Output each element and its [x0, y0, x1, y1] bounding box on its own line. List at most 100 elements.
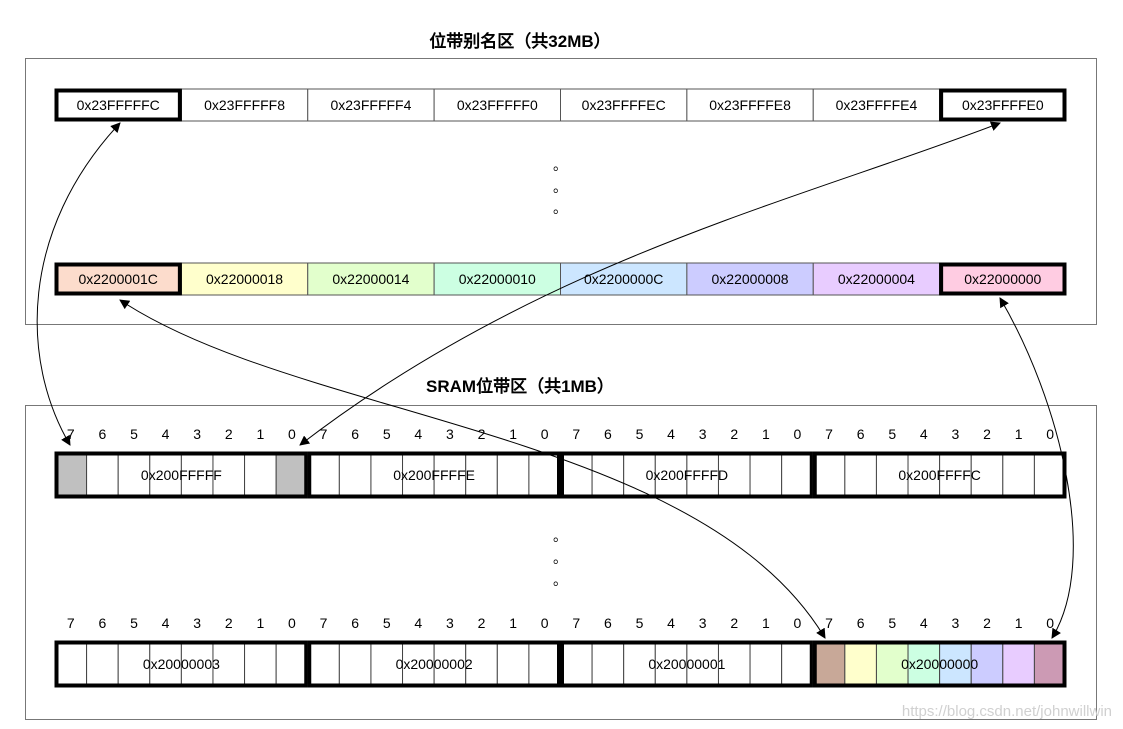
byte-box — [307, 640, 561, 688]
bit-number: 1 — [509, 615, 517, 631]
bit-number: 7 — [572, 615, 580, 631]
bit-cell — [402, 640, 435, 688]
bit-number: 4 — [920, 426, 928, 442]
bit-number: 6 — [604, 615, 612, 631]
ellipsis-dot: 。 — [553, 550, 567, 566]
bit-cell — [528, 451, 561, 499]
bit-cell — [812, 451, 846, 499]
bit-number: 2 — [983, 615, 991, 631]
bit-cell — [749, 451, 783, 499]
bit-number: 3 — [699, 615, 707, 631]
bit-number: 0 — [1046, 426, 1054, 442]
bit-number: 4 — [414, 615, 422, 631]
ellipsis-dot: 。 — [553, 572, 567, 588]
bit-number: 4 — [162, 615, 170, 631]
bit-cell — [907, 640, 941, 688]
bit-number: 0 — [794, 426, 802, 442]
alias-top-cell — [433, 88, 561, 122]
bit-cell — [875, 640, 909, 688]
bit-number: 2 — [225, 426, 233, 442]
bit-cell — [244, 451, 277, 499]
bit-number: 6 — [98, 426, 106, 442]
bit-cell — [496, 451, 530, 499]
bit-cell — [54, 451, 88, 499]
bit-number: 3 — [952, 426, 960, 442]
bit-number: 1 — [256, 615, 264, 631]
ellipsis-dot: 。 — [553, 528, 567, 544]
alias-top-cell — [812, 88, 941, 122]
bit-cell — [560, 640, 593, 688]
bit-number: 6 — [98, 615, 106, 631]
bit-number: 1 — [762, 615, 770, 631]
bit-number: 4 — [667, 426, 675, 442]
alias-bottom-label: 0x22000000 — [964, 271, 1041, 287]
bit-cell — [1002, 640, 1035, 688]
byte-box — [560, 640, 814, 688]
byte-address-label: 0x20000001 — [648, 656, 725, 672]
alias-top-label: 0x23FFFFEC — [582, 97, 666, 113]
bit-cell — [781, 451, 814, 499]
bit-cell — [86, 451, 119, 499]
bit-number: 6 — [857, 615, 865, 631]
bit-number: 6 — [604, 426, 612, 442]
bit-cell — [623, 640, 656, 688]
bit-cell — [717, 640, 751, 688]
bit-cell — [275, 640, 309, 688]
bit-number: 2 — [478, 426, 486, 442]
bit-number: 0 — [288, 426, 296, 442]
watermark: https://blog.csdn.net/johnwillwin — [902, 703, 1112, 720]
bit-number: 2 — [730, 615, 738, 631]
alias-bottom-label: 0x2200001C — [78, 271, 157, 287]
alias-top-label: 0x23FFFFE4 — [836, 97, 918, 113]
bit-number: 5 — [383, 615, 391, 631]
bit-cell — [844, 451, 877, 499]
byte-address-label: 0x20000002 — [396, 656, 473, 672]
bit-cell — [560, 451, 593, 499]
bit-number: 1 — [1015, 426, 1023, 442]
alias-top-cell — [560, 88, 688, 122]
bit-number: 3 — [446, 615, 454, 631]
ellipsis-dot: 。 — [553, 200, 567, 216]
alias-top-cell — [54, 88, 182, 122]
bit-number: 2 — [478, 615, 486, 631]
alias-top-cell — [307, 88, 435, 122]
bit-number: 5 — [888, 426, 896, 442]
bit-cell — [781, 640, 814, 688]
bit-cell — [307, 640, 340, 688]
bit-number: 5 — [888, 615, 896, 631]
bit-number: 3 — [699, 426, 707, 442]
alias-top-label: 0x23FFFFF4 — [330, 97, 411, 113]
alias-top-label: 0x23FFFFF0 — [457, 97, 538, 113]
bit-number: 7 — [67, 615, 75, 631]
bit-number: 3 — [446, 426, 454, 442]
bit-number: 1 — [1015, 615, 1023, 631]
bit-number: 0 — [288, 615, 296, 631]
bit-number: 4 — [667, 615, 675, 631]
bit-number: 7 — [67, 426, 75, 442]
bit-number: 5 — [636, 426, 644, 442]
bit-number: 4 — [162, 426, 170, 442]
byte-address-label: 0x200FFFFE — [393, 467, 475, 483]
mapping-arrows — [36, 121, 1074, 639]
bit-cell — [591, 451, 625, 499]
ellipsis-dot: 。 — [553, 179, 567, 195]
bit-number: 3 — [952, 615, 960, 631]
alias-top-label: 0x23FFFFE8 — [709, 97, 791, 113]
bit-cell — [591, 640, 625, 688]
bit-cell — [749, 640, 783, 688]
bit-cell — [1033, 640, 1067, 688]
bit-number: 5 — [383, 426, 391, 442]
alias-bottom-label: 0x22000018 — [206, 271, 283, 287]
alias-top-highlight — [939, 88, 1067, 122]
byte-address-label: 0x200FFFFD — [646, 467, 728, 483]
bit-cell — [338, 640, 372, 688]
bit-number: 2 — [225, 615, 233, 631]
alias-bottom-label: 0x22000014 — [332, 271, 409, 287]
byte-address-label: 0x200FFFFF — [141, 467, 222, 483]
bit-number: 6 — [351, 615, 359, 631]
alias-bottom-label: 0x22000008 — [712, 271, 789, 287]
ellipsis-dot: 。 — [553, 157, 567, 173]
bit-cell — [812, 640, 846, 688]
bit-number: 7 — [572, 426, 580, 442]
